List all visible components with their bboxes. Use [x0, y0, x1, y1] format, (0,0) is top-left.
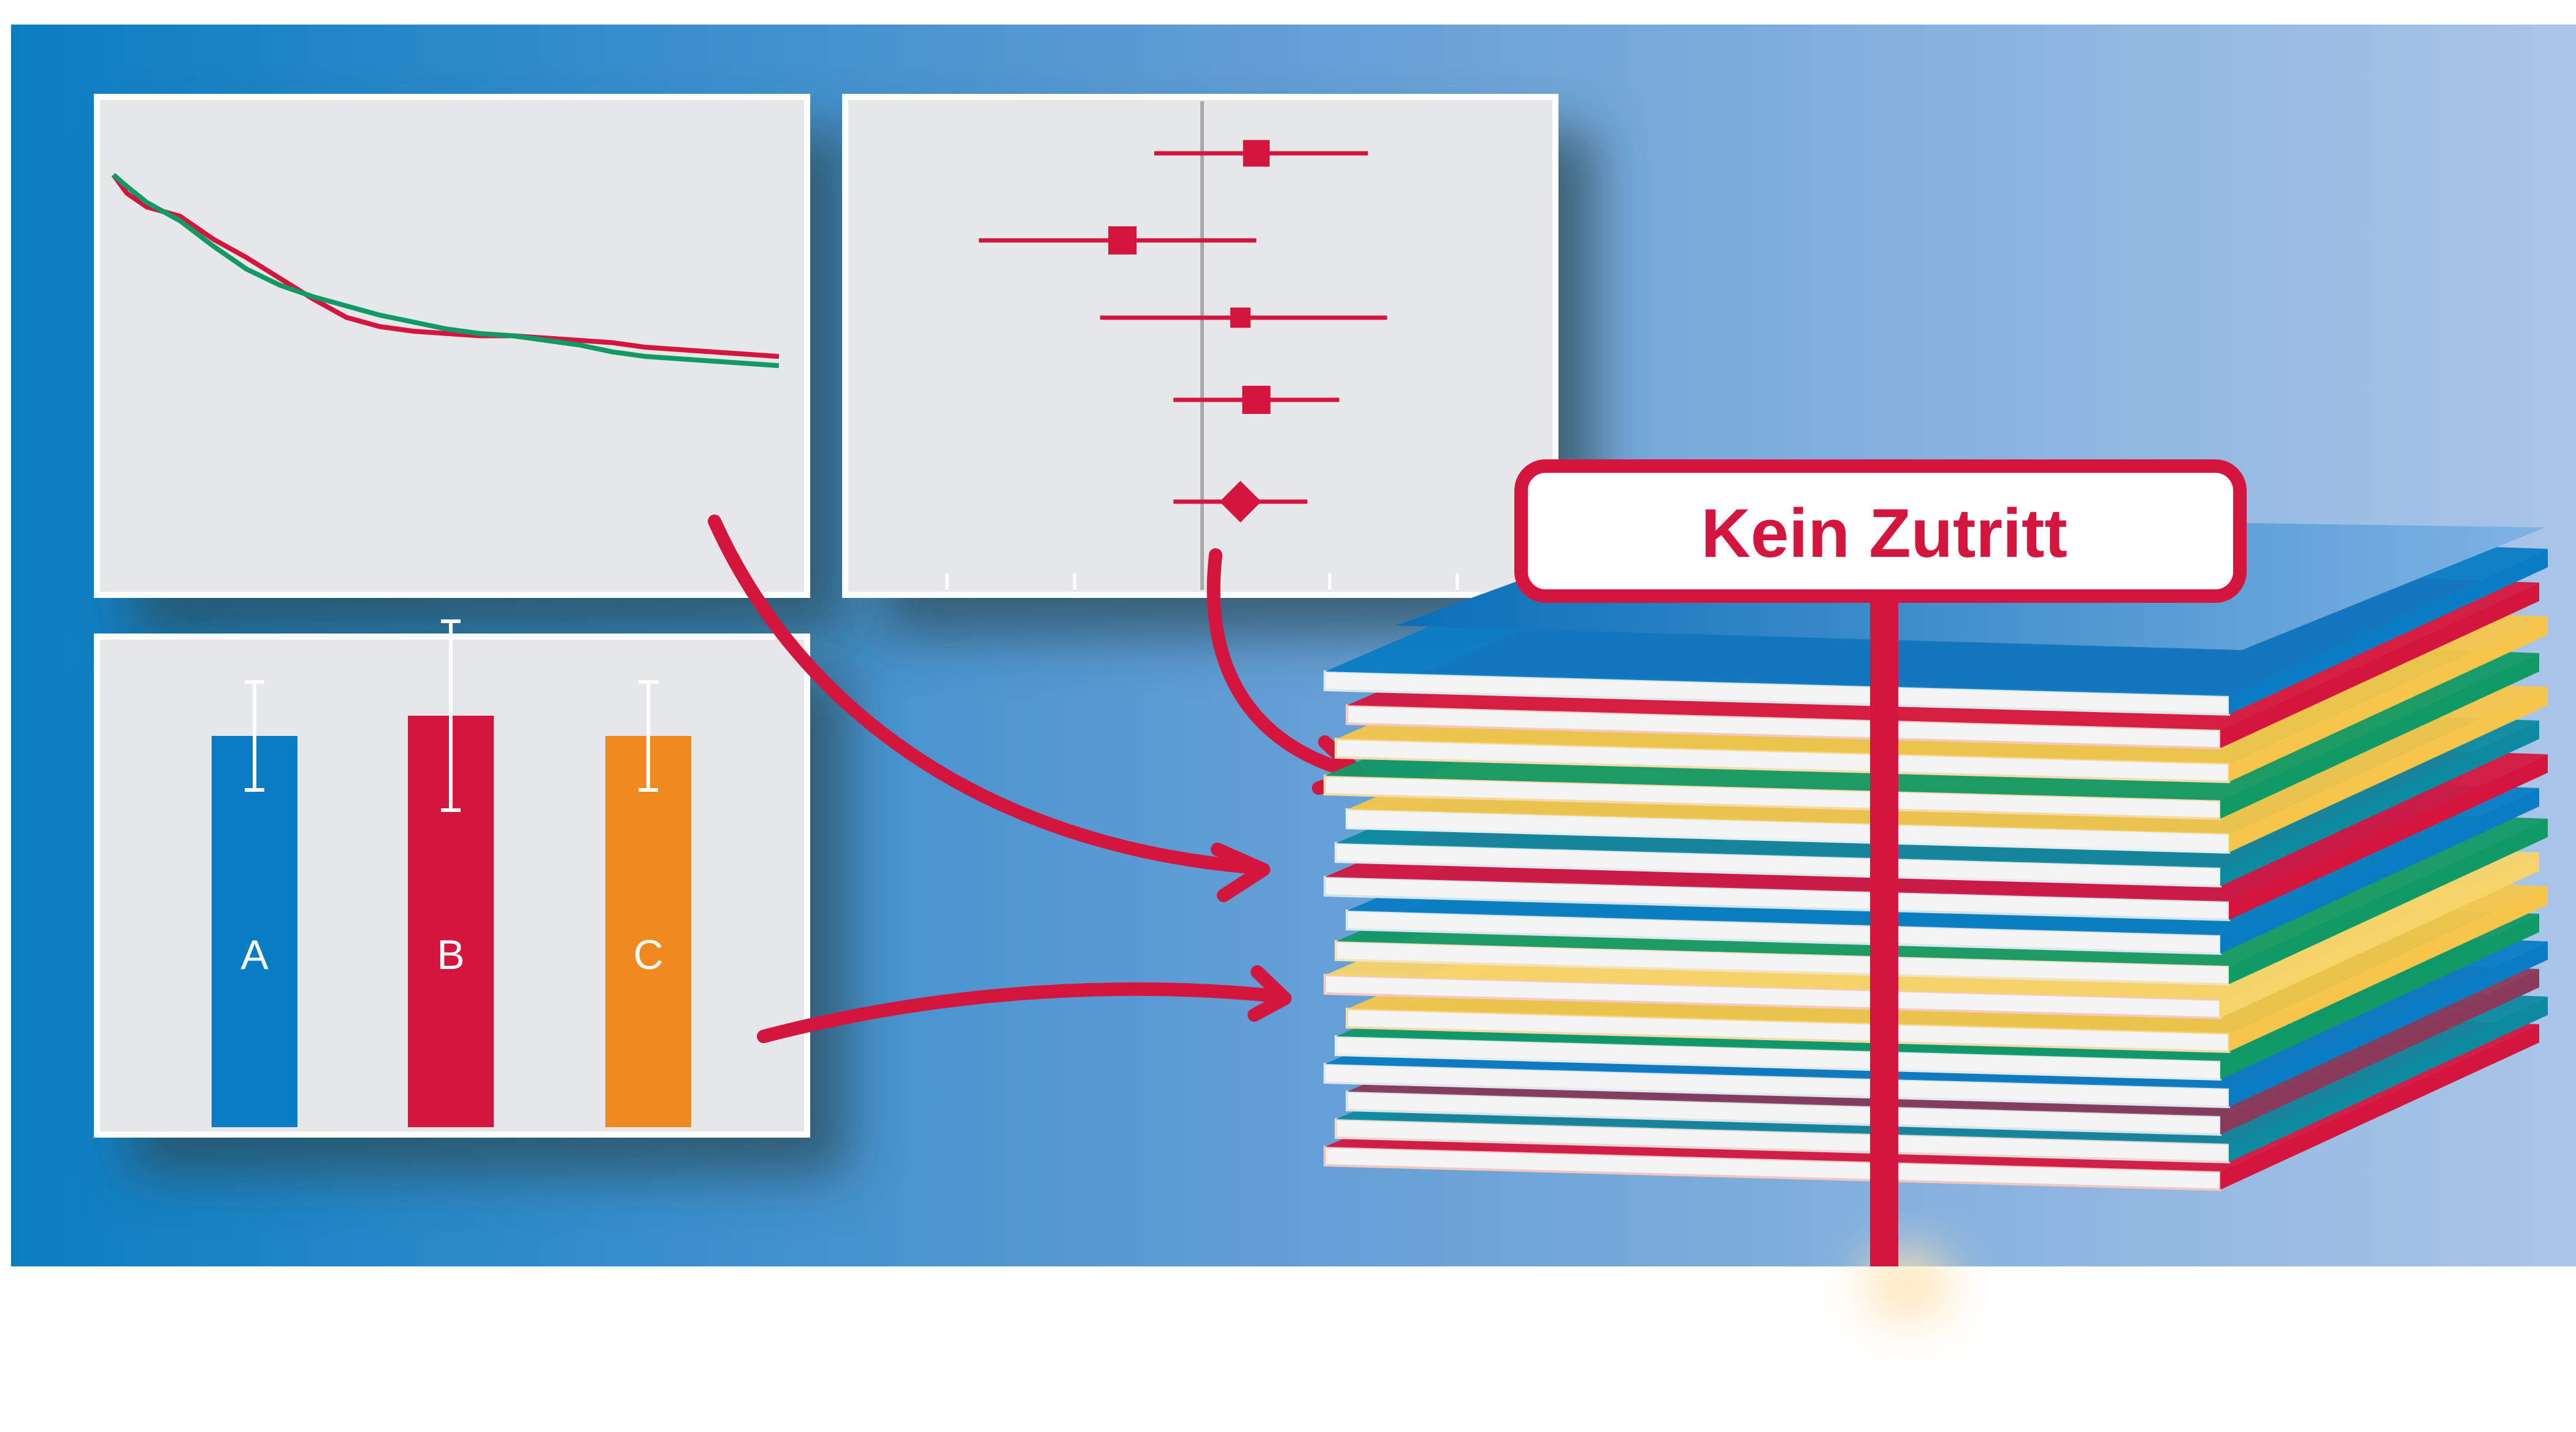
bar [212, 736, 297, 1127]
sign-post [1870, 583, 1898, 1266]
journal-spine [2220, 721, 2539, 886]
line-series-2 [112, 172, 780, 369]
journal-spine [2220, 653, 2539, 819]
journal-spine [2229, 754, 2548, 920]
bar-label: A [240, 932, 269, 978]
effect-estimate-square [1108, 226, 1137, 255]
bar-chart: A B C [212, 619, 691, 1127]
journal-stack [1324, 515, 2548, 1192]
sign-label: Kein Zutritt [1701, 495, 2067, 572]
forest-plot [945, 101, 1459, 590]
effect-estimate-square [1243, 140, 1270, 167]
signpost-icon: Kein Zutritt [1514, 459, 2247, 603]
journal-spine [2229, 687, 2548, 852]
journal-spine [2220, 969, 2539, 1135]
journal-spine [2229, 549, 2548, 714]
line-chart-panel [94, 94, 810, 598]
pooled-estimate-diamond [1219, 481, 1262, 523]
journal-spine [2229, 819, 2548, 984]
journal-spine [2220, 583, 2539, 748]
bar-label: C [633, 932, 663, 978]
journal-spine [2220, 788, 2539, 954]
journal-spine [2229, 616, 2548, 782]
curved-arrow-icon [708, 515, 1270, 902]
curved-arrow-icon [757, 965, 1292, 1043]
journal-spine [2220, 914, 2539, 1079]
journal-spine [2229, 886, 2548, 1052]
line-chart [111, 172, 780, 369]
bar [605, 736, 691, 1127]
bar-label: B [437, 932, 464, 978]
line-series-1 [111, 173, 780, 359]
journal-spine [2229, 997, 2548, 1162]
effect-estimate-square [1242, 386, 1271, 414]
journal-spine [2220, 852, 2539, 1018]
effect-estimate-square [1230, 307, 1251, 328]
journal-spine [2229, 941, 2548, 1107]
journal-spine [2220, 1024, 2539, 1190]
